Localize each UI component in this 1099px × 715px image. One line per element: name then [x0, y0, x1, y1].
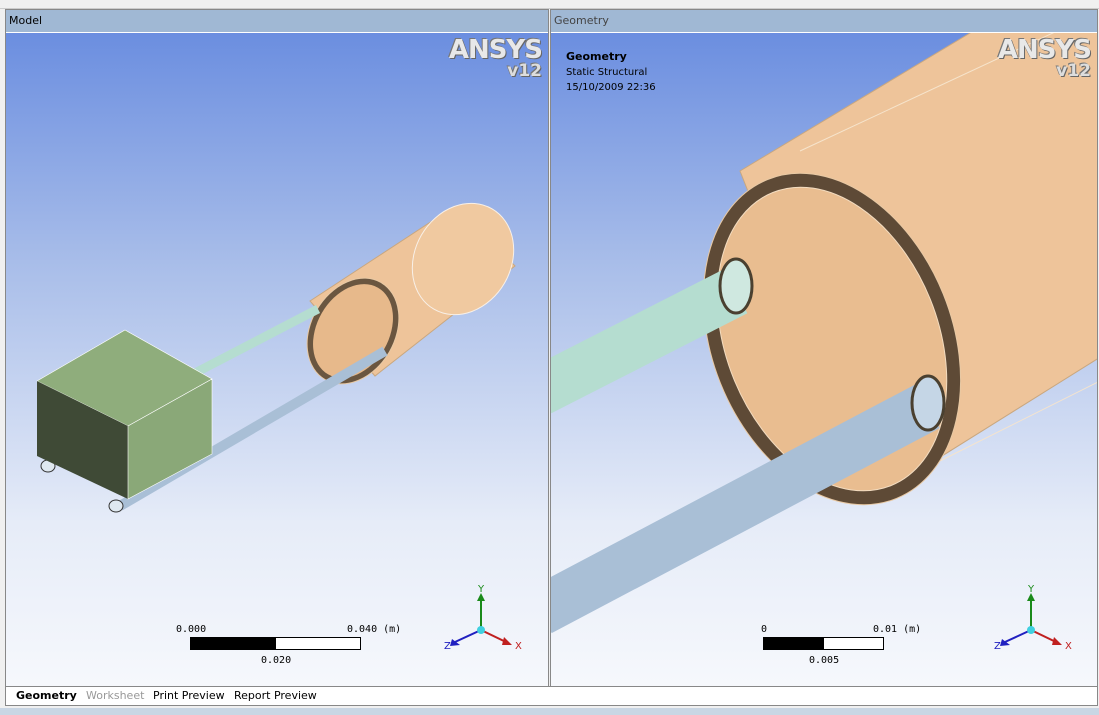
svg-text:Z: Z	[994, 641, 1001, 652]
panel-title: Geometry	[551, 10, 1097, 32]
svg-text:Y: Y	[1027, 584, 1035, 595]
geometry-info: Geometry Static Structural 15/10/2009 22…	[566, 50, 656, 93]
model-geometry[interactable]	[6, 33, 548, 687]
tab-report-preview[interactable]: Report Preview	[234, 689, 317, 702]
scale-mid: 0.005	[809, 655, 840, 666]
svg-text:X: X	[515, 641, 522, 652]
scale-max: 0.040 (m)	[347, 624, 402, 635]
status-bar	[0, 708, 1099, 715]
block-left	[37, 381, 128, 499]
scale-min: 0	[761, 624, 768, 635]
rod-blue	[117, 346, 388, 511]
svg-text:X: X	[1065, 641, 1072, 652]
scale-bar	[190, 637, 361, 650]
rod-end	[108, 499, 124, 513]
svg-text:Z: Z	[444, 641, 451, 652]
scale-max: 0.01 (m)	[873, 624, 922, 635]
tab-geometry[interactable]: Geometry	[16, 689, 77, 702]
toolbar	[0, 0, 1099, 9]
panel-title: Model	[6, 10, 548, 32]
scale-min: 0.000	[176, 624, 207, 635]
axis-triad: Y X Z	[994, 584, 1072, 652]
scale-mid: 0.020	[261, 655, 292, 666]
rod-green	[551, 268, 748, 414]
tab-worksheet[interactable]: Worksheet	[86, 689, 145, 702]
view-tabs: Geometry Worksheet Print Preview Report …	[5, 686, 1098, 706]
geometry-zoomed[interactable]	[551, 33, 1097, 687]
rod-end	[718, 257, 754, 315]
rod-end	[910, 374, 946, 432]
svg-text:Y: Y	[477, 584, 485, 595]
tube-back-end	[411, 202, 515, 316]
scale-bar	[763, 637, 884, 650]
block-right	[127, 378, 213, 500]
rod-blue	[551, 383, 940, 634]
tab-print-preview[interactable]: Print Preview	[153, 689, 225, 702]
axis-triad: Y X Z	[444, 584, 522, 652]
